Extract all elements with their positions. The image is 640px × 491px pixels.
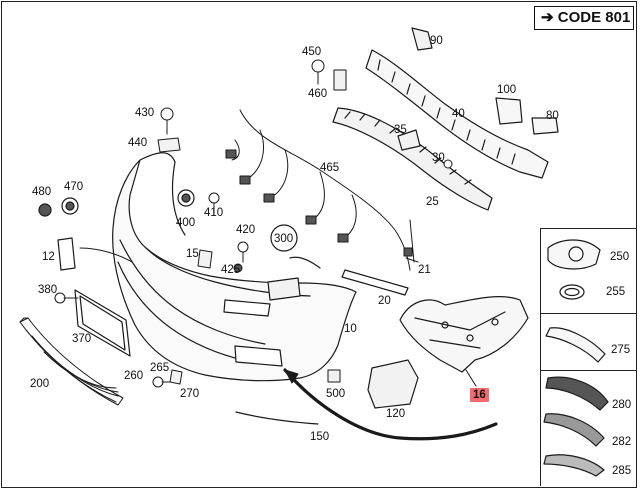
code-label: CODE 801: [557, 9, 631, 26]
part-label-410: 410: [204, 207, 224, 219]
code-801-box: ➔ CODE 801: [534, 6, 634, 30]
top-mounts: [397, 27, 559, 151]
part-label-450: 450: [302, 46, 322, 58]
part-label-21: 21: [418, 264, 431, 276]
harness-12: [79, 247, 133, 263]
side-bracket-16: [399, 296, 529, 373]
small-fasteners: [54, 59, 453, 388]
part-label-260: 260: [124, 370, 144, 382]
part-label-300: 300: [274, 233, 294, 245]
part-label-400: 400: [176, 217, 196, 229]
part-label-425: 425: [221, 264, 241, 276]
part-label-465: 465: [320, 162, 340, 174]
part-label-265: 265: [150, 362, 170, 374]
part-label-440: 440: [128, 137, 148, 149]
part-label-25: 25: [426, 196, 439, 208]
large-curved-arrow: [283, 368, 498, 441]
part-label-255: 255: [606, 286, 626, 298]
trim-strip: [235, 411, 319, 425]
part-label-470: 470: [64, 181, 84, 193]
side-panel-divider-1: [540, 313, 636, 314]
side-panel: [540, 228, 636, 486]
part-label-20: 20: [378, 295, 391, 307]
part-label-285: 285: [612, 465, 632, 477]
part-label-460: 460: [308, 88, 328, 100]
cover-strip: [341, 269, 409, 296]
bumper-cover: [112, 152, 357, 382]
part-label-270: 270: [180, 388, 200, 400]
part-label-282: 282: [612, 436, 632, 448]
sensor-holder-300: [267, 224, 321, 301]
part-label-275: 275: [611, 344, 631, 356]
license-plate-bracket: [74, 289, 131, 357]
drl-trim-275: [545, 327, 606, 363]
arrow-right-icon: ➔: [541, 9, 554, 26]
part-label-16-highlighted: 16: [470, 388, 489, 402]
impact-absorber: [332, 49, 549, 211]
lower-grille: [19, 317, 124, 406]
part-label-380: 380: [38, 284, 58, 296]
part-label-30: 30: [432, 152, 445, 164]
part-label-430: 430: [135, 107, 155, 119]
part-label-370: 370: [72, 333, 92, 345]
part-label-480: 480: [32, 186, 52, 198]
part-label-150: 150: [310, 431, 330, 443]
part-label-40: 40: [452, 108, 465, 120]
parking-sensors: [38, 189, 195, 217]
part-label-100: 100: [497, 84, 517, 96]
fog-lamp-trim-250: [547, 239, 601, 270]
part-label-10: 10: [344, 323, 357, 335]
part-label-500: 500: [326, 388, 346, 400]
part-label-420: 420: [236, 224, 256, 236]
air-duct: [367, 359, 419, 409]
part-label-120: 120: [386, 408, 406, 420]
wiring-harness: [225, 109, 413, 271]
part-label-35: 35: [394, 124, 407, 136]
side-panel-divider-2: [540, 370, 636, 371]
fog-lamp-ring-255: [559, 284, 585, 300]
part-label-200: 200: [30, 378, 50, 390]
part-label-90: 90: [430, 35, 443, 47]
part-label-280: 280: [612, 399, 632, 411]
part-label-250: 250: [610, 251, 630, 263]
part-label-80: 80: [546, 110, 559, 122]
drl-trim-285: [543, 454, 605, 477]
fog-lamp-trim-280: [545, 376, 609, 411]
part-label-12: 12: [42, 251, 55, 263]
part-label-15: 15: [186, 248, 199, 260]
grille-insert-282: [543, 413, 605, 447]
